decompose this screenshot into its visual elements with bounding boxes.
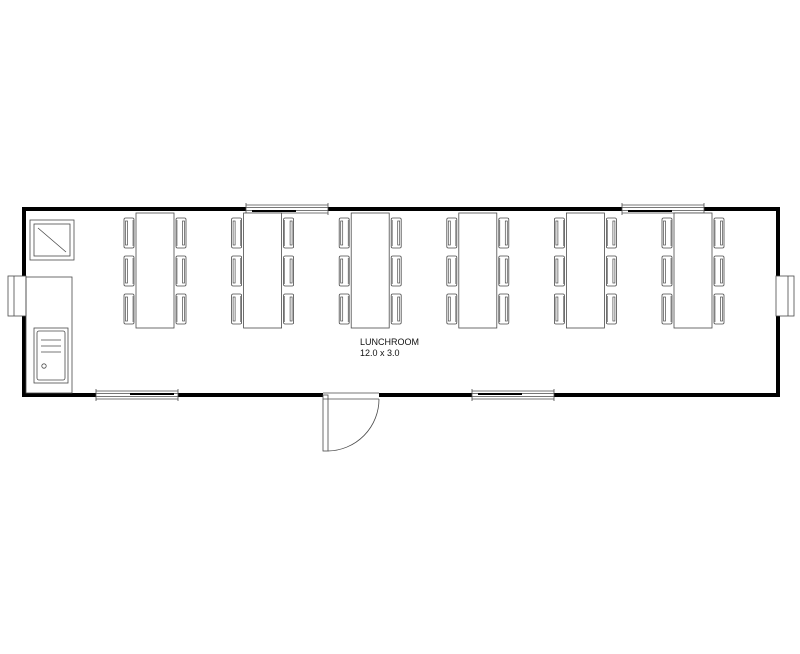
chair-left <box>338 217 350 249</box>
table <box>673 212 713 329</box>
window-top-right <box>621 203 705 215</box>
chair-right <box>390 255 402 287</box>
dining-furniture <box>123 212 725 329</box>
kitchen-counter <box>25 276 73 394</box>
table <box>458 212 498 329</box>
chair-left <box>661 293 673 325</box>
table <box>566 212 605 329</box>
room-dimensions: 12.0 x 3.0 <box>360 348 400 358</box>
chair-right <box>283 217 295 249</box>
chair-left <box>446 255 458 287</box>
chair-left <box>123 217 135 249</box>
table <box>135 212 175 329</box>
appliance <box>29 219 75 261</box>
chair-right <box>390 293 402 325</box>
chair-right <box>606 255 617 287</box>
chair-right <box>283 293 295 325</box>
chair-right <box>498 217 510 249</box>
chair-left <box>231 293 243 325</box>
table <box>350 212 390 329</box>
chair-right <box>175 255 187 287</box>
chair-left <box>231 255 243 287</box>
chair-right <box>713 217 725 249</box>
room-name: LUNCHROOM <box>360 337 419 347</box>
chair-left <box>661 217 673 249</box>
chair-left <box>446 217 458 249</box>
sink <box>33 327 69 384</box>
wall-unit-left <box>7 275 30 317</box>
chair-left <box>338 255 350 287</box>
chair-right <box>606 217 617 249</box>
chair-right <box>390 217 402 249</box>
chair-left <box>123 255 135 287</box>
chair-left <box>554 217 565 249</box>
chair-left <box>231 217 243 249</box>
wall-unit-right <box>772 275 795 317</box>
chair-right <box>606 293 617 325</box>
chair-right <box>175 217 187 249</box>
chair-left <box>446 293 458 325</box>
chair-left <box>338 293 350 325</box>
chair-right <box>498 255 510 287</box>
chair-left <box>554 293 565 325</box>
chair-left <box>661 255 673 287</box>
window-bottom-right <box>471 389 555 401</box>
window-bottom-left <box>95 389 179 401</box>
chair-right <box>713 293 725 325</box>
door <box>322 391 380 452</box>
chair-left <box>554 255 565 287</box>
table <box>243 212 283 329</box>
chair-right <box>713 255 725 287</box>
chair-right <box>175 293 187 325</box>
chair-left <box>123 293 135 325</box>
chair-right <box>283 255 295 287</box>
chair-right <box>498 293 510 325</box>
